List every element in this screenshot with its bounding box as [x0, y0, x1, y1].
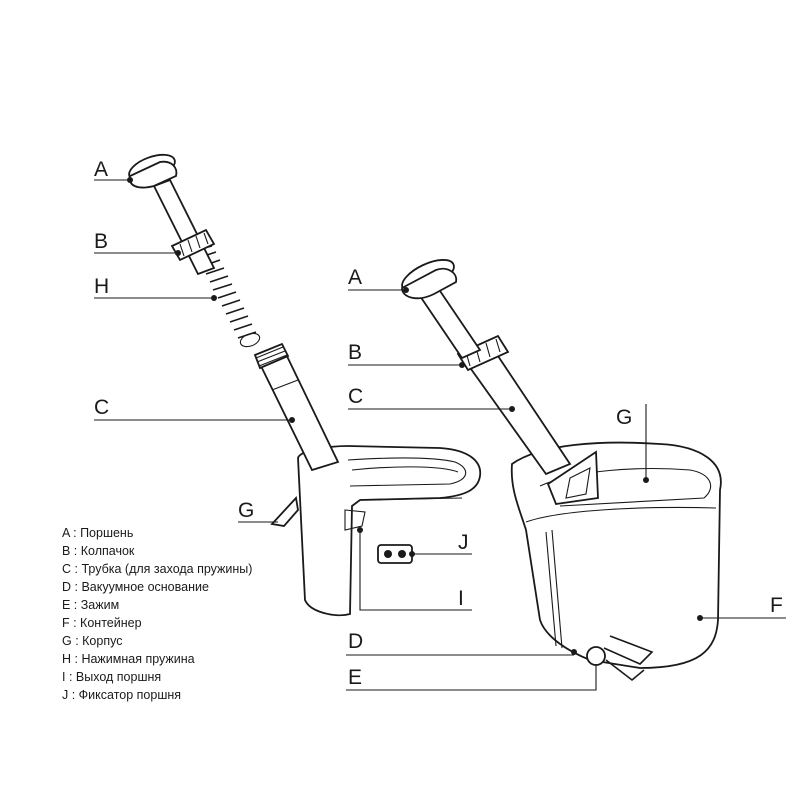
right-piston — [401, 259, 482, 360]
callout-right-d: D — [348, 630, 363, 653]
legend-item-h: H : Нажимная пружина — [62, 652, 195, 666]
leader-lines — [94, 177, 786, 691]
legend-item-e: E : Зажим — [62, 598, 119, 612]
callout-right-b: B — [348, 341, 362, 364]
callout-left-j: J — [458, 531, 469, 554]
legend-item-g: G : Корпус — [62, 634, 122, 648]
legend-item-b: B : Колпачок — [62, 544, 135, 558]
callout-left-a: A — [94, 158, 108, 181]
right-tube — [464, 348, 572, 476]
callout-left-b: B — [94, 230, 108, 253]
legend-item-f: F : Контейнер — [62, 616, 142, 630]
left-tube — [253, 342, 340, 472]
callout-left-g: G — [238, 499, 254, 522]
legend-item-d: D : Вакуумное основание — [62, 580, 209, 594]
left-piston — [128, 153, 216, 276]
right-clamp — [586, 635, 654, 682]
right-housing — [546, 450, 599, 505]
callout-right-c: C — [348, 385, 363, 408]
callout-right-a: A — [348, 266, 362, 289]
callout-left-h: H — [94, 275, 109, 298]
legend-item-j: J : Фиксатор поршня — [62, 688, 181, 702]
callout-letters: A B H C G J I A B C G F D E — [94, 158, 783, 689]
callout-left-i: I — [458, 587, 464, 610]
callout-right-e: E — [348, 666, 362, 689]
legend: A : Поршень B : Колпачок C : Трубка (для… — [62, 526, 252, 702]
callout-right-f: F — [770, 594, 783, 617]
right-assembled-device — [401, 259, 722, 682]
legend-item-a: A : Поршень — [62, 526, 133, 540]
left-container-body — [297, 445, 481, 617]
right-container — [510, 441, 722, 669]
legend-item-i: I : Выход поршня — [62, 670, 161, 684]
left-housing-bracket — [270, 496, 299, 527]
callout-left-c: C — [94, 396, 109, 419]
legend-item-c: C : Трубка (для захода пружины) — [62, 562, 252, 576]
piston-lock — [377, 544, 413, 564]
callout-right-g: G — [616, 406, 632, 429]
left-exploded-device — [128, 153, 481, 617]
